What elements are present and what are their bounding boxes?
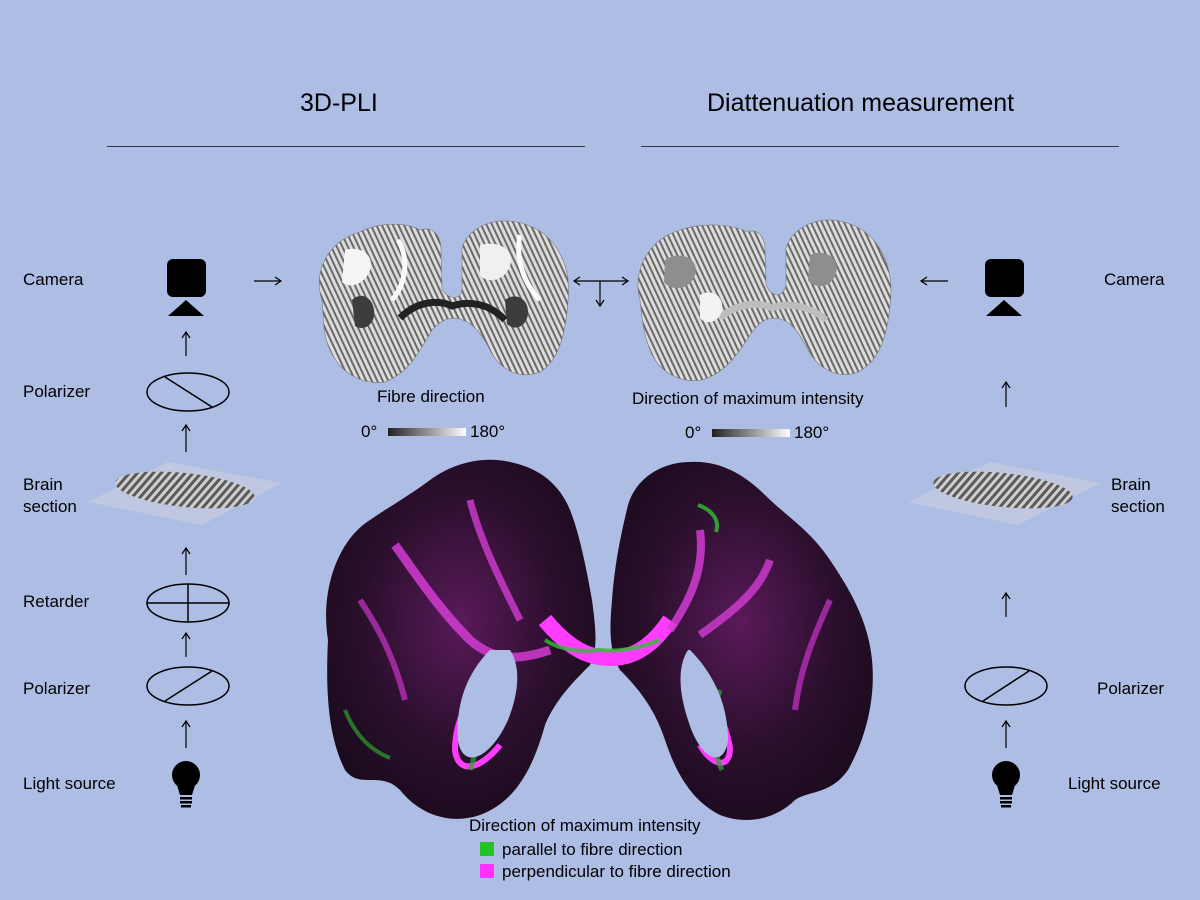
label-camera-left: Camera — [23, 270, 84, 289]
brain-section-icon-left — [88, 462, 282, 525]
arrow-left-icon — [919, 276, 948, 286]
polarization-direction-icon — [572, 276, 630, 308]
label-retarder-left: Retarder — [23, 592, 90, 611]
label-brain-left-1: Brain — [23, 475, 63, 494]
lightbulb-icon-right — [992, 761, 1020, 808]
arrow-right-icon — [254, 276, 283, 286]
arrow-up-icon-right — [1001, 380, 1011, 748]
legend-label-perpendicular: perpendicular to fibre direction — [502, 862, 731, 881]
camera-icon-right — [985, 259, 1024, 316]
brain-image-max-intensity-top — [637, 219, 892, 381]
retarder-icon-left — [146, 583, 230, 623]
polarizer-icon-left-top — [146, 372, 230, 412]
label-light-left: Light source — [23, 774, 116, 793]
legend-item-parallel: parallel to fibre direction — [480, 840, 682, 860]
polarizer-icon-right — [964, 666, 1048, 706]
label-brain-right-1: Brain — [1111, 475, 1151, 494]
title-3d-pli: 3D-PLI — [300, 89, 378, 117]
title-diattenuation: Diattenuation measurement — [707, 89, 1015, 117]
brain-section-icon-right — [908, 462, 1100, 525]
label-brain-right-2: section — [1111, 497, 1165, 516]
scale-right-max: 180° — [794, 423, 830, 442]
label-polarizer-right: Polarizer — [1097, 679, 1165, 698]
scale-left-gradient — [388, 428, 466, 436]
legend-swatch-green — [480, 842, 494, 856]
lightbulb-icon-left — [172, 761, 200, 808]
scale-right-gradient — [712, 429, 790, 437]
caption-fibre-direction: Fibre direction — [377, 387, 485, 406]
label-brain-left-2: section — [23, 497, 77, 516]
caption-direction-max-bottom: Direction of maximum intensity — [469, 816, 701, 835]
polarizer-icon-left-bottom — [146, 666, 230, 706]
legend-item-perpendicular: perpendicular to fibre direction — [480, 862, 731, 882]
legend-label-parallel: parallel to fibre direction — [502, 840, 683, 859]
label-polarizer-left-bottom: Polarizer — [23, 679, 91, 698]
rule-left — [107, 146, 585, 147]
scale-left-min: 0° — [361, 422, 378, 441]
scale-right-min: 0° — [685, 423, 702, 442]
brain-image-max-intensity-bottom — [326, 459, 873, 820]
camera-icon-left — [167, 259, 206, 316]
caption-direction-max-top: Direction of maximum intensity — [632, 389, 864, 408]
brain-image-fibre-direction — [318, 220, 569, 383]
legend-swatch-magenta — [480, 864, 494, 878]
label-polarizer-left-top: Polarizer — [23, 382, 91, 401]
arrow-up-icon — [181, 330, 191, 748]
label-camera-right: Camera — [1104, 270, 1165, 289]
rule-right — [641, 146, 1119, 147]
label-light-right: Light source — [1068, 774, 1161, 793]
scale-left-max: 180° — [470, 422, 506, 441]
